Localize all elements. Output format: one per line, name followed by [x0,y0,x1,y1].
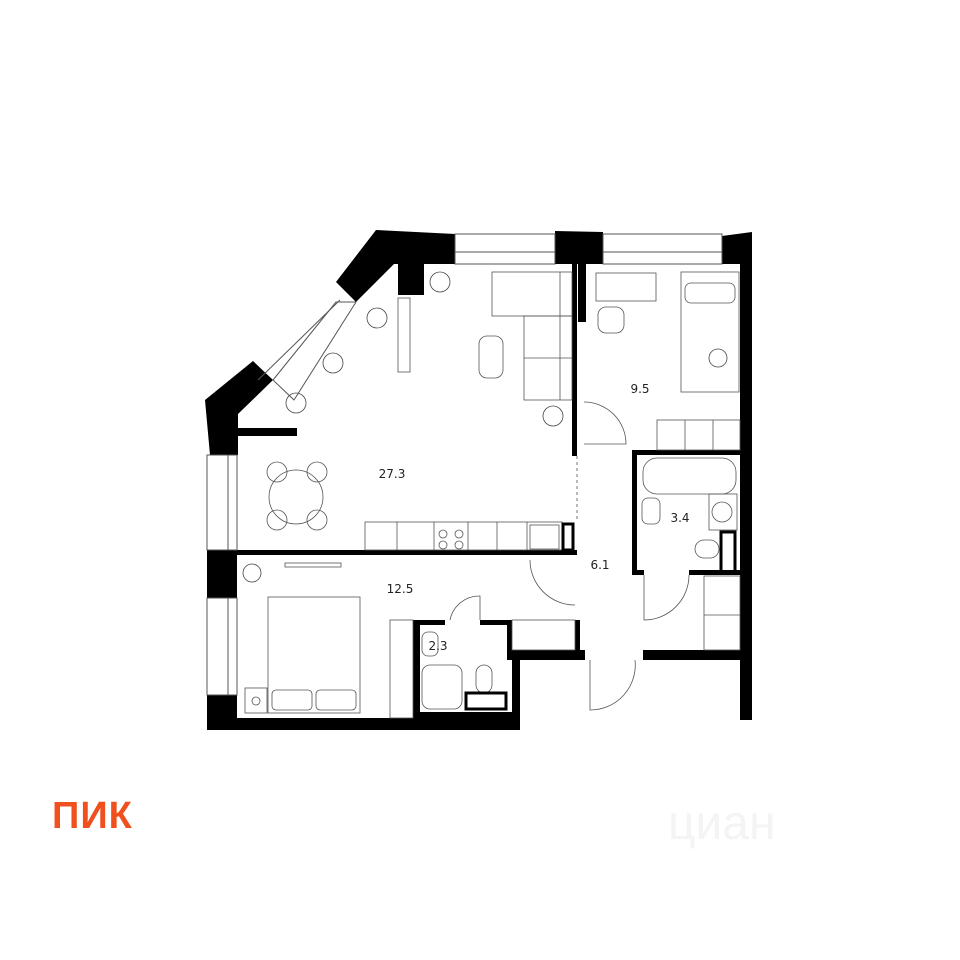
brand-logo: ПИК [52,795,133,837]
furniture [244,271,741,719]
decor-plants [242,271,728,583]
windows [206,233,723,696]
room-area-bedroom: 12.5 [386,582,414,596]
room-area-living-kitchen: 27.3 [378,467,406,481]
watermark: циан [668,797,776,850]
room-area-wc: 2.3 [428,639,448,653]
exterior-walls [205,230,752,730]
room-area-hallway: 6.1 [590,558,610,572]
room-area-kids-bedroom: 9.5 [630,382,650,396]
room-area-bathroom: 3.4 [670,511,690,525]
doors [449,401,690,711]
